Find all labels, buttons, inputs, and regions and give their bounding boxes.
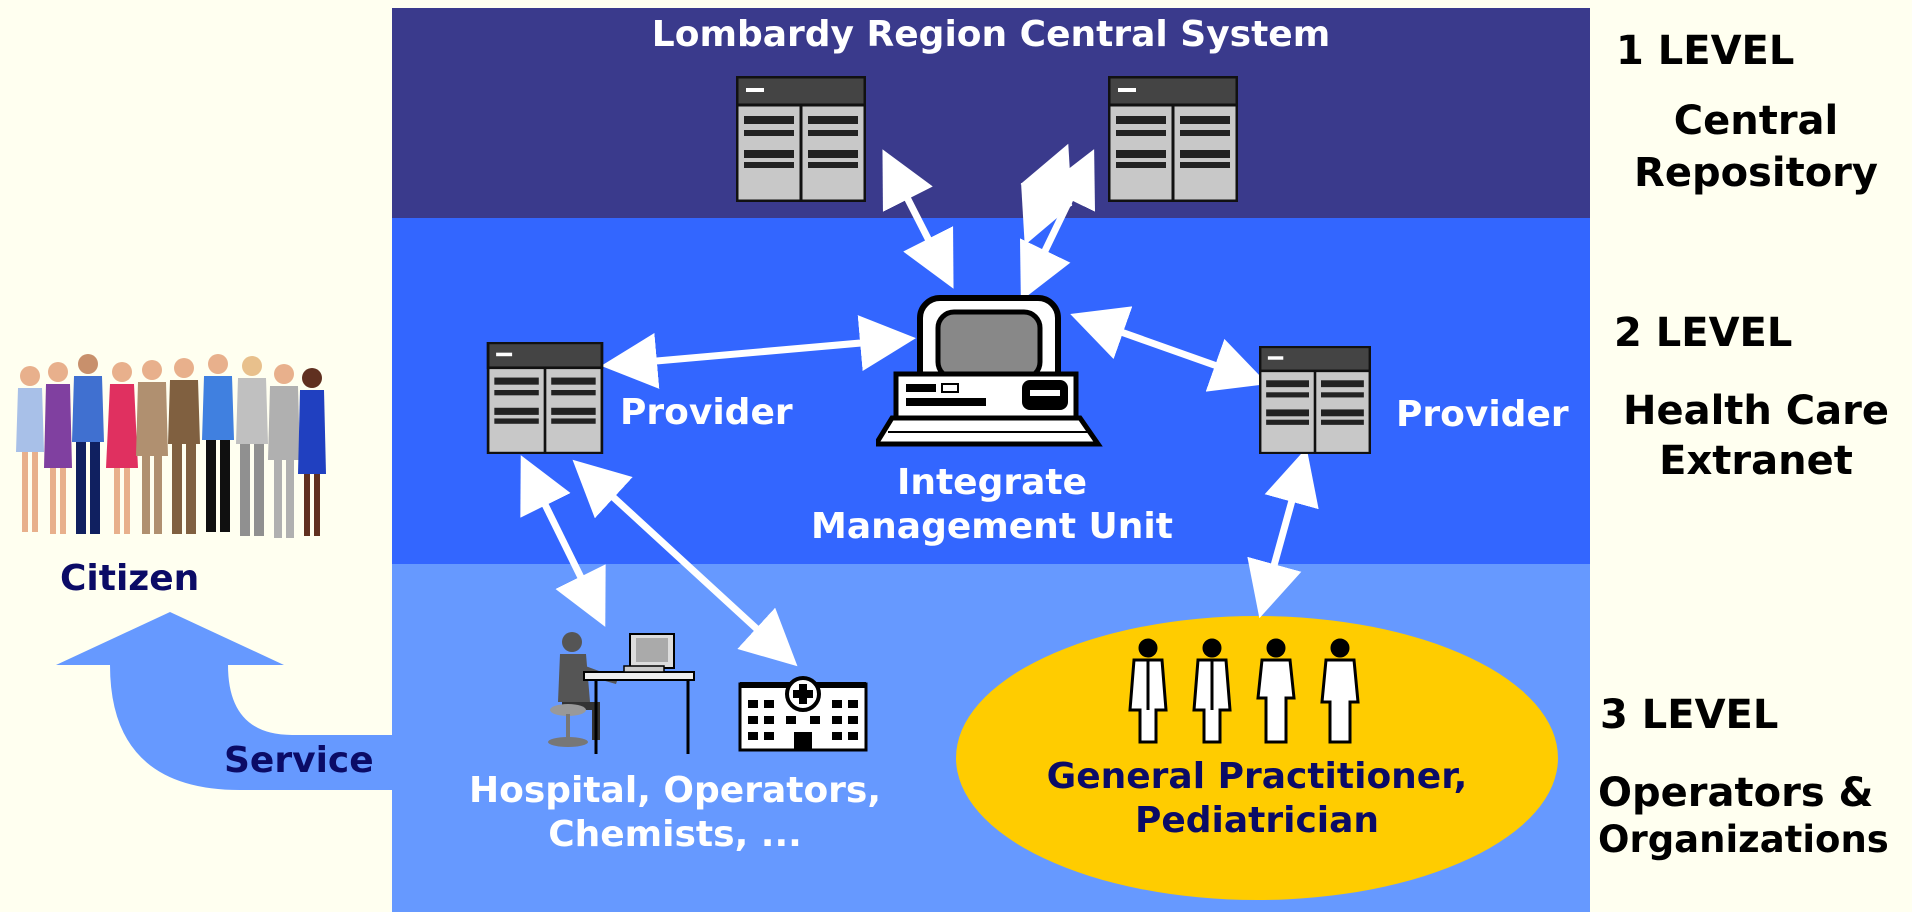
server-icon: [736, 76, 866, 202]
arrow-provider-left-hospital: [572, 459, 798, 667]
level2-number: 2 LEVEL: [1614, 310, 1793, 356]
hospital-label-line1: Hospital, Operators,: [468, 770, 882, 811]
level3-name-line1: Operators &: [1598, 770, 1874, 816]
citizen-label: Citizen: [60, 558, 200, 599]
level1-number: 1 LEVEL: [1616, 28, 1795, 74]
service-label: Service: [224, 740, 374, 781]
top-title: Lombardy Region Central System: [651, 14, 1331, 55]
arrow-imu-provider-right: [1070, 306, 1268, 392]
citizens-group-icon: [16, 354, 326, 538]
imu-label-line2: Management Unit: [811, 506, 1173, 547]
arrow-server2-imu: [1020, 143, 1073, 246]
arrow-provider-left-worker: [520, 455, 606, 627]
provider-left-label: Provider: [620, 392, 793, 433]
server-icon: [1108, 76, 1238, 202]
level3-name-line2: Organizations: [1598, 818, 1889, 861]
gp-label-line2: Pediatrician: [1134, 800, 1380, 841]
arrow-server1-imu: [882, 149, 954, 289]
arrow-provider-left-imu: [601, 315, 916, 389]
level2-name-line2: Extranet: [1659, 438, 1853, 484]
level1-band: [392, 8, 1590, 218]
imu-label-line1: Integrate: [896, 462, 1088, 503]
level1-name-line2: Repository: [1634, 150, 1878, 196]
arrow-provider-right-gp: [1247, 447, 1319, 619]
hospital-label-line2: Chemists, ...: [548, 814, 802, 855]
hospital-icon: [738, 676, 868, 752]
computer-terminal-icon: [876, 295, 1103, 447]
server-icon: [1259, 346, 1371, 454]
server-icon: [486, 342, 604, 454]
level3-number: 3 LEVEL: [1600, 692, 1779, 738]
office-worker-icon: [548, 632, 695, 754]
provider-right-label: Provider: [1396, 394, 1569, 435]
gp-label-line1: General Practitioner,: [1046, 756, 1468, 797]
level1-name-line1: Central: [1673, 98, 1839, 144]
level2-name-line1: Health Care: [1622, 388, 1890, 434]
doctor-icon: [1128, 638, 1360, 744]
